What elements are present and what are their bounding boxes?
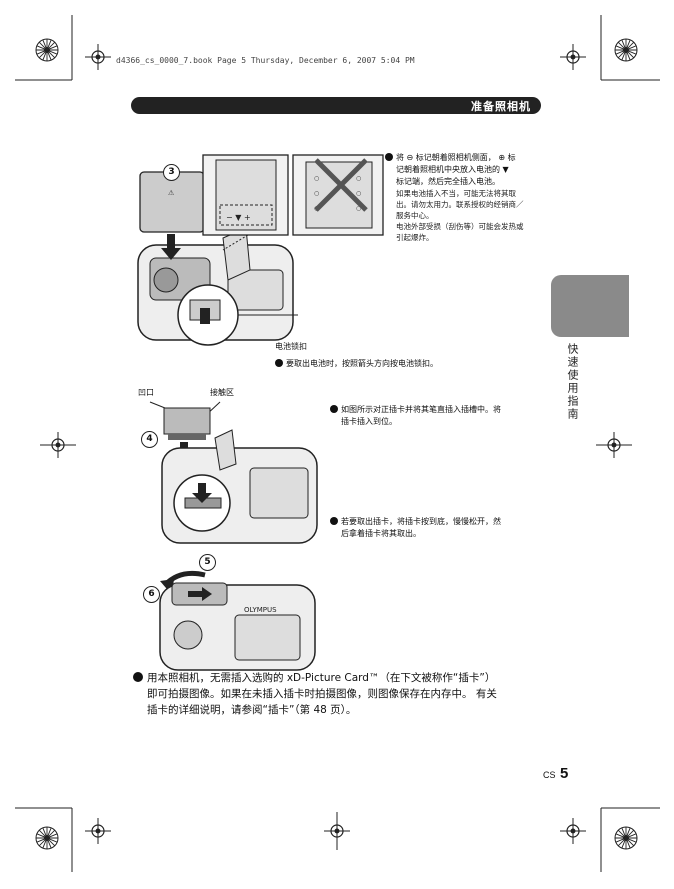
memory-card-paragraph: 用本照相机，无需插入选购的 xD-Picture Card™（在下文被称作“插卡… (133, 670, 553, 718)
battery-warning-line3: 服务中心。 (396, 211, 434, 220)
contact-area-label: 接触区 (210, 388, 234, 397)
battery-warning-line4: 电池外部受损（刮伤等）可能会发热或 (396, 222, 524, 231)
battery-lock-label: 电池锁扣 (275, 342, 307, 351)
bullet-icon (385, 153, 393, 161)
paragraph-line3: 插卡的详细说明，请参阅“插卡”（第 48 页）。 (147, 704, 357, 716)
step-number-4: 4 (141, 431, 158, 448)
step-number-6: 6 (143, 586, 160, 603)
step-number-3: 3 (163, 164, 180, 181)
battery-insertion-illustration: ⚠ − ▼ + ○○○ ○○○ (137, 154, 384, 346)
card-remove-line2: 后拿着插卡将其取出。 (341, 529, 421, 538)
svg-text:○: ○ (314, 175, 319, 182)
battery-warning-line2: 出。请勿太用力。联系授权的经销商／ (396, 200, 524, 209)
language-code: CS (543, 770, 556, 780)
card-insert-instructions: 如图所示对正插卡并将其笔直插入插槽中。将 插卡插入到位。 (330, 404, 550, 428)
battery-instructions: 将 ⊖ 标记朝着照相机侧面， ⊕ 标 记朝着照相机中央放入电池的 ▼ 标记端，然… (385, 152, 545, 243)
svg-text:○: ○ (356, 175, 361, 182)
section-banner: 准备照相机 (131, 97, 541, 114)
chapter-tab-label: 快速使用指南 (566, 343, 579, 421)
battery-instruction-line3: 标记端，然后完全插入电池。 (396, 177, 500, 186)
svg-text:○: ○ (356, 205, 361, 212)
svg-text:○: ○ (356, 190, 361, 197)
battery-lock-note: 要取出电池时，按照箭头方向按电池锁扣。 (275, 358, 438, 370)
file-info-line: d4366_cs_0000_7.book Page 5 Thursday, De… (116, 56, 415, 65)
svg-text:⚠: ⚠ (168, 189, 175, 197)
svg-text:− ▼ +: − ▼ + (226, 213, 251, 222)
battery-instruction-line2: 记朝着照相机中央放入电池的 ▼ (396, 165, 509, 174)
page-number: CS 5 (543, 765, 568, 783)
door-closing-illustration: OLYMPUS (159, 570, 316, 671)
step-number-5: 5 (199, 554, 216, 571)
bullet-icon (275, 359, 283, 367)
notch-label: 凹口 (138, 388, 154, 397)
svg-text:○: ○ (314, 190, 319, 197)
card-remove-instructions: 若要取出插卡，将插卡按到底，慢慢松开，然 后拿着插卡将其取出。 (330, 516, 550, 540)
bullet-icon (330, 405, 338, 413)
bullet-icon (133, 672, 143, 682)
paragraph-line1: 用本照相机，无需插入选购的 xD-Picture Card™（在下文被称作“插卡… (133, 670, 553, 686)
battery-warning: 如果电池插入不当，可能无法将其取 出。请勿太用力。联系授权的经销商／ 服务中心。… (385, 188, 545, 243)
battery-instruction-line1: 将 ⊖ 标记朝着照相机侧面， ⊕ 标 (385, 152, 545, 164)
bullet-icon (330, 517, 338, 525)
paragraph-line2: 即可拍摄图像。如果在未插入插卡时拍摄图像，则图像保存在内存中。 有关 (147, 688, 497, 700)
section-title: 准备照相机 (471, 100, 531, 113)
page-number-value: 5 (559, 765, 569, 782)
card-insertion-illustration (149, 401, 318, 544)
chapter-tab (551, 275, 629, 337)
battery-warning-line5: 引起爆炸。 (396, 233, 434, 242)
svg-text:OLYMPUS: OLYMPUS (244, 606, 277, 614)
card-insert-line2: 插卡插入到位。 (341, 417, 397, 426)
battery-warning-line1: 如果电池插入不当，可能无法将其取 (396, 189, 516, 198)
card-insert-line1: 如图所示对正插卡并将其笔直插入插槽中。将 (330, 404, 550, 416)
card-remove-line1: 若要取出插卡，将插卡按到底，慢慢松开，然 (330, 516, 550, 528)
